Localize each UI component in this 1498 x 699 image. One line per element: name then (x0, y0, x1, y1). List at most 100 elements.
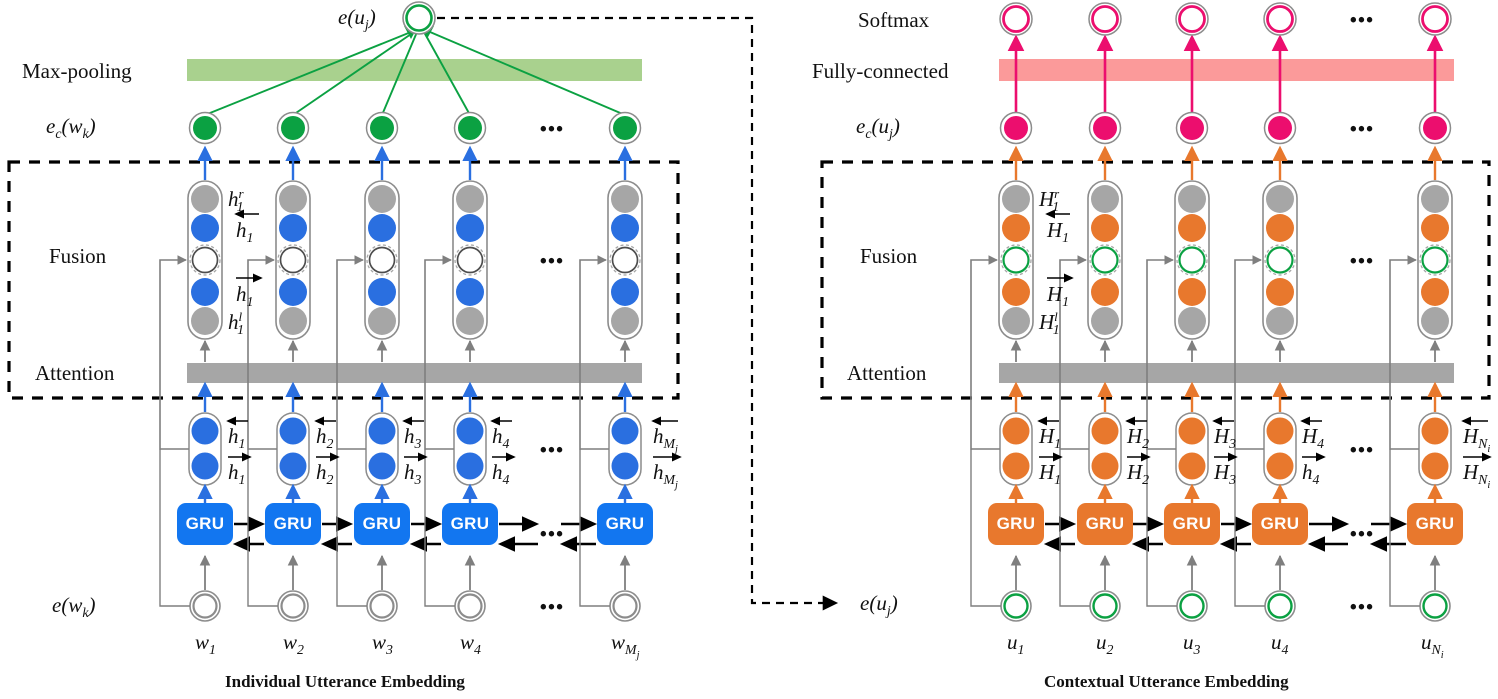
left-module-dashed-box (7, 160, 680, 400)
token-label: w3 (372, 630, 393, 658)
left-ec-nodes (188, 111, 642, 145)
left-fusion-to-ec-arrows (197, 145, 633, 180)
hidden-fwd-label: h3 (404, 460, 422, 488)
left-attention-to-fusion-arrows (199, 339, 631, 362)
right-ec-nodes (999, 111, 1452, 145)
ellipsis: ••• (1350, 524, 1375, 545)
left-hidden-to-attention-arrows (197, 381, 633, 412)
gru-cell[interactable]: GRU (1407, 503, 1463, 545)
left-gru-recurrent-arrows (232, 516, 598, 552)
right-hidden-capsules (999, 412, 1452, 486)
label-left-attention: Attention (35, 361, 115, 385)
label-e-wk: e(wk) (52, 593, 96, 621)
gru-cell[interactable]: GRU (265, 503, 321, 545)
right-embedding-to-gru-arrows (1010, 554, 1441, 590)
label-right-fusion: Fusion (860, 244, 918, 268)
fusion-label-hr-right: Hr1 (1039, 186, 1060, 215)
left-embedding-to-gru-arrows (199, 554, 631, 590)
label-fully-connected: Fully-connected (812, 59, 949, 83)
hidden-fwd-label: h2 (316, 460, 334, 488)
token-label: w1 (195, 630, 216, 658)
label-right-input-e-uj: e(uj) (860, 591, 898, 619)
fusion-capsule (1417, 180, 1453, 340)
ellipsis: ••• (1350, 119, 1375, 140)
left-input-trunk-lines (159, 450, 610, 607)
hidden-fwd-label: HNi (1463, 460, 1491, 491)
softmax-nodes (999, 2, 1452, 36)
caption-left-panel: Individual Utterance Embedding (225, 672, 465, 691)
ellipsis: ••• (1350, 597, 1375, 618)
fusion-label-hr-left: hr1 (228, 186, 244, 215)
token-label: w2 (283, 630, 304, 658)
hidden-fwd-label: h4 (1302, 460, 1320, 488)
hidden-back-label: h3 (404, 424, 422, 452)
fusion-capsule (275, 180, 311, 340)
gru-cell[interactable]: GRU (442, 503, 498, 545)
fusion-label-hl-right: Hl1 (1039, 309, 1060, 338)
right-hidden-to-attention-arrows (1008, 381, 1443, 412)
fusion-capsule (1174, 180, 1210, 340)
max-pooling-bar (187, 59, 642, 81)
fusion-capsule (364, 180, 400, 340)
label-max-pooling: Max-pooling (22, 59, 132, 83)
fusion-label-hl-left: hl1 (228, 309, 245, 338)
ellipsis: ••• (540, 440, 565, 461)
label-softmax: Softmax (858, 8, 930, 32)
fusion-label-hfwd-right: H1 (1047, 282, 1070, 310)
cross-panel-dashed-link (437, 16, 839, 611)
ellipsis: ••• (540, 597, 565, 618)
gru-cell[interactable]: GRU (1164, 503, 1220, 545)
ellipsis: ••• (540, 524, 565, 545)
hidden-fwd-label: h1 (228, 460, 246, 488)
right-attention-bar (999, 363, 1454, 383)
hidden-back-label: H4 (1302, 424, 1325, 452)
right-fusion-side-feeds (970, 255, 1417, 450)
left-hidden-capsules (188, 412, 642, 486)
ellipsis: ••• (540, 251, 565, 272)
fc-to-softmax-arrows (1007, 34, 1444, 115)
fusion-capsule (187, 180, 223, 340)
hidden-fwd-label: h4 (492, 460, 510, 488)
label-left-fusion: Fusion (49, 244, 107, 268)
hidden-back-label: HNi (1463, 424, 1491, 455)
gru-cell[interactable]: GRU (1077, 503, 1133, 545)
token-label: w4 (460, 630, 481, 658)
right-fusion-capsules (998, 180, 1453, 340)
gru-cell[interactable]: GRU (354, 503, 410, 545)
right-attention-to-fusion-arrows (1010, 339, 1441, 362)
max-pooling-edges (204, 31, 626, 116)
gru-cell[interactable]: GRU (1252, 503, 1308, 545)
fusion-capsule (452, 180, 488, 340)
fusion-capsule (998, 180, 1034, 340)
hidden-back-label: h1 (228, 424, 246, 452)
gru-cell[interactable]: GRU (988, 503, 1044, 545)
hidden-fwd-label: H1 (1039, 460, 1062, 488)
hidden-state-arrow-glyphs (226, 209, 1492, 462)
left-output-node-e-uj (402, 1, 436, 35)
token-label: wMj (611, 630, 640, 661)
hidden-back-label: H2 (1127, 424, 1150, 452)
caption-right-panel: Contextual Utterance Embedding (1044, 672, 1289, 691)
token-label: u2 (1096, 630, 1114, 658)
hidden-back-label: h2 (316, 424, 334, 452)
fusion-label-hback-right: H1 (1047, 218, 1070, 246)
label-ec-uj: ec(uj) (856, 114, 900, 142)
hidden-fwd-label: H3 (1214, 460, 1237, 488)
ellipsis: ••• (1350, 440, 1375, 461)
fusion-capsule (1262, 180, 1298, 340)
ellipsis: ••• (1350, 10, 1375, 31)
fusion-label-hfwd-left: h1 (236, 282, 254, 310)
hidden-back-label: h4 (492, 424, 510, 452)
gru-cell[interactable]: GRU (177, 503, 233, 545)
ellipsis: ••• (1350, 251, 1375, 272)
gru-cell[interactable]: GRU (597, 503, 653, 545)
token-label: u3 (1183, 630, 1201, 658)
hidden-fwd-label: H2 (1127, 460, 1150, 488)
left-input-embedding-nodes (189, 590, 641, 622)
fully-connected-bar (999, 59, 1454, 81)
right-fusion-to-ec-arrows (1008, 145, 1443, 180)
hidden-fwd-label: hMj (653, 460, 678, 491)
ellipsis: ••• (540, 119, 565, 140)
